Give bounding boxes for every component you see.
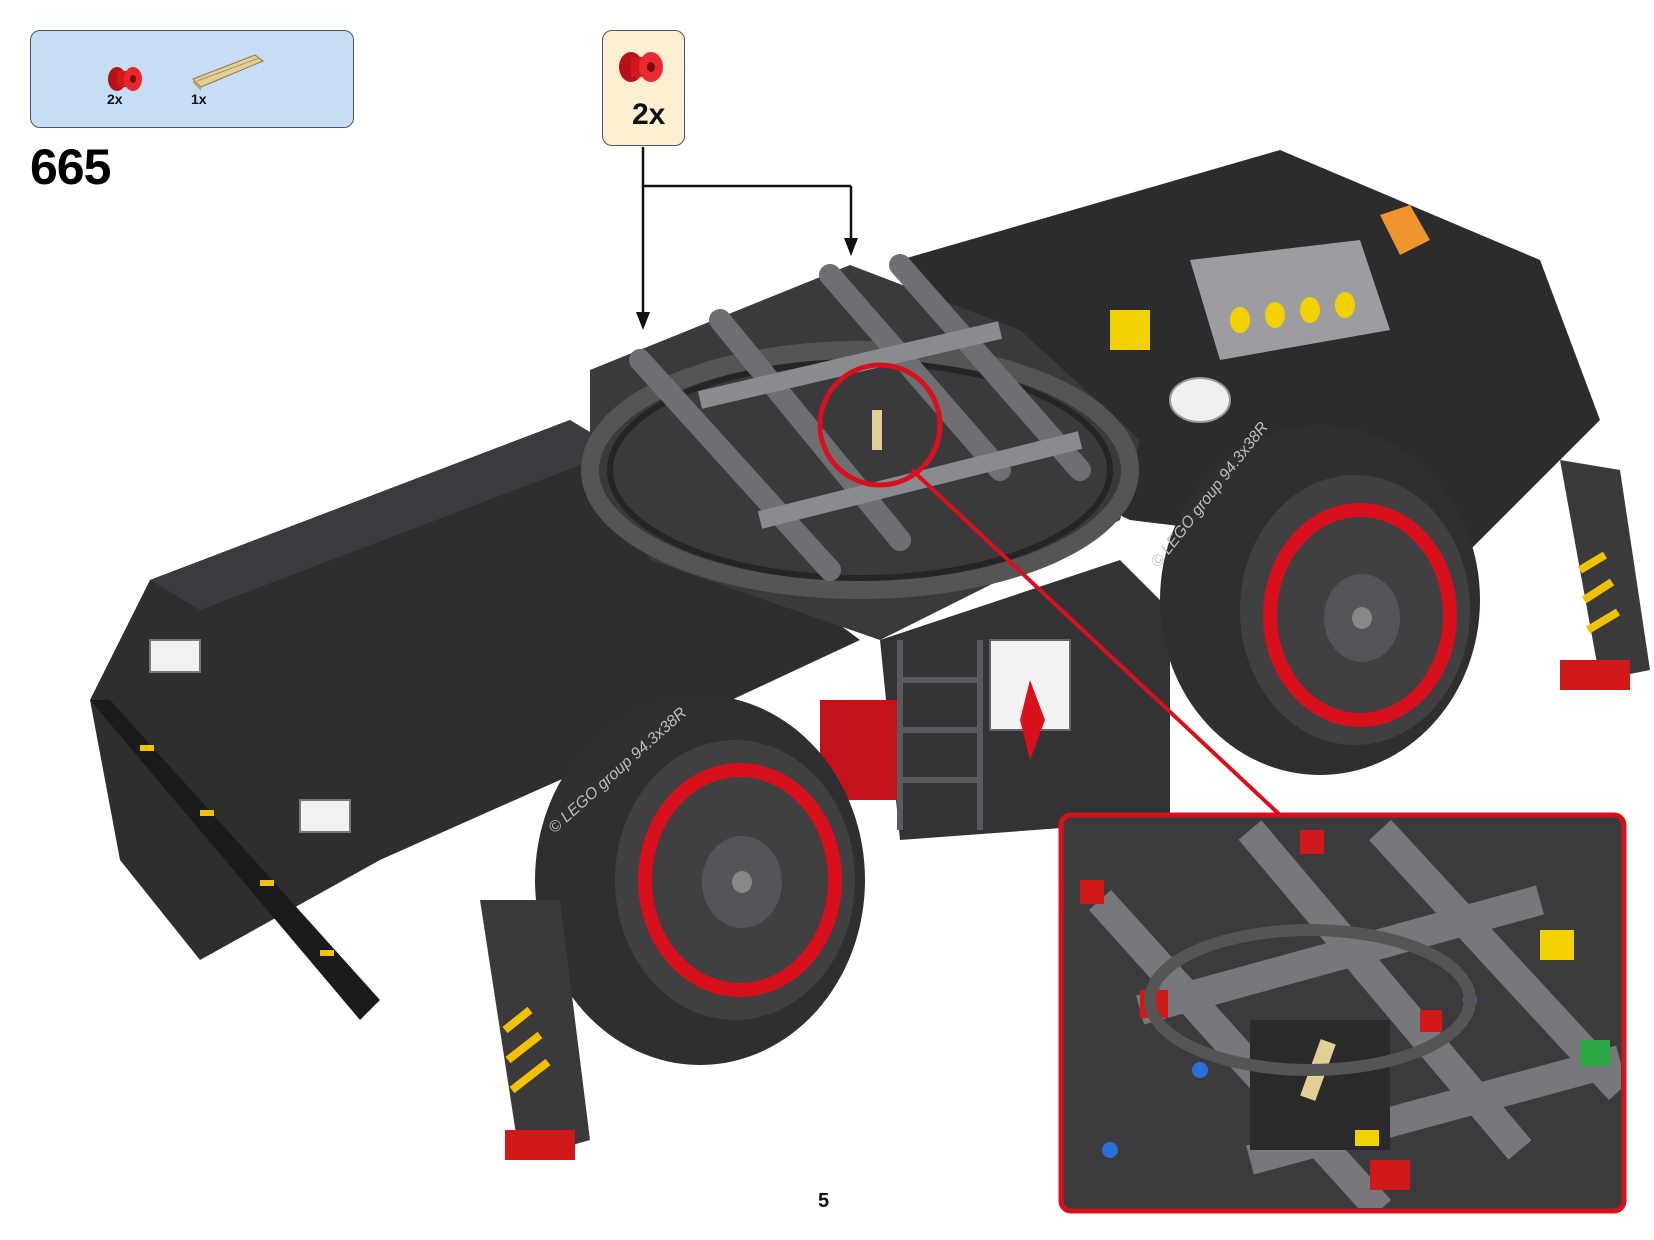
arrow-head-left — [636, 312, 650, 330]
red-bush-icon — [108, 67, 142, 91]
outrigger-legs — [480, 460, 1650, 1160]
highlight-circle — [817, 362, 943, 488]
callout-qty: 2x — [632, 98, 666, 131]
page-number: 5 — [818, 1190, 830, 1212]
zoom-connector-line — [910, 468, 1282, 817]
tan-axle-icon — [192, 54, 264, 91]
red-bush-icon — [619, 52, 663, 82]
zoom-inset — [1058, 812, 1627, 1214]
parts-list-box: 2x 1x — [30, 30, 354, 128]
bush-qty: 2x — [107, 91, 123, 107]
rear-wheel — [1160, 425, 1480, 775]
placed-axle — [872, 410, 882, 450]
arrow-head-right — [844, 238, 858, 256]
axle-qty: 1x — [191, 91, 207, 107]
front-wheel — [535, 695, 865, 1065]
step-number: 665 — [30, 139, 111, 195]
callout-box — [602, 30, 685, 146]
callout-arrows — [641, 147, 853, 318]
crane-chassis — [90, 150, 1600, 1020]
